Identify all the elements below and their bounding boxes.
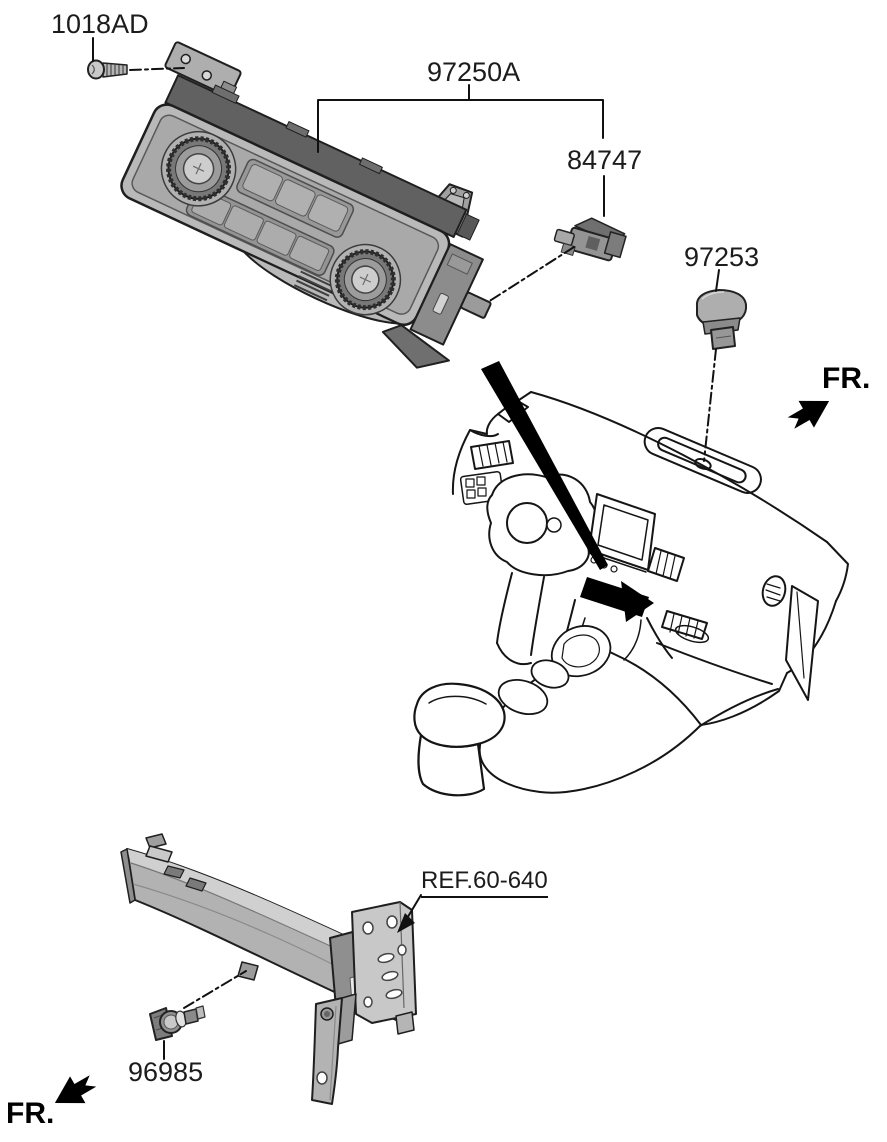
part-label-84747[interactable]: 84747 bbox=[567, 145, 643, 175]
part-label-1018ad[interactable]: 1018AD bbox=[51, 9, 149, 39]
fr-arrow-bottom bbox=[54, 1075, 97, 1104]
dashboard-drawing bbox=[413, 391, 849, 797]
leader-lines bbox=[92, 37, 720, 1060]
heater-control-unit-drawing bbox=[120, 41, 492, 369]
part-label-96985[interactable]: 96985 bbox=[128, 1057, 204, 1087]
ref-label-60-640[interactable]: REF.60-640 bbox=[421, 869, 548, 898]
ambient-sensor-drawing bbox=[149, 1005, 206, 1041]
front-direction-label-bottom: FR. bbox=[6, 1097, 55, 1130]
ref-arrowhead bbox=[397, 913, 415, 933]
crossmember-drawing bbox=[120, 833, 417, 1105]
part-label-97253[interactable]: 97253 bbox=[684, 242, 760, 272]
screw-drawing bbox=[87, 59, 128, 80]
front-direction-label-top: FR. bbox=[822, 362, 871, 395]
photo-sensor-drawing bbox=[695, 289, 748, 350]
part-label-97250a[interactable]: 97250A bbox=[427, 57, 521, 87]
bracket-clip-drawing bbox=[553, 217, 627, 262]
locator-arrow bbox=[481, 361, 654, 622]
fr-arrow-top bbox=[787, 400, 830, 429]
